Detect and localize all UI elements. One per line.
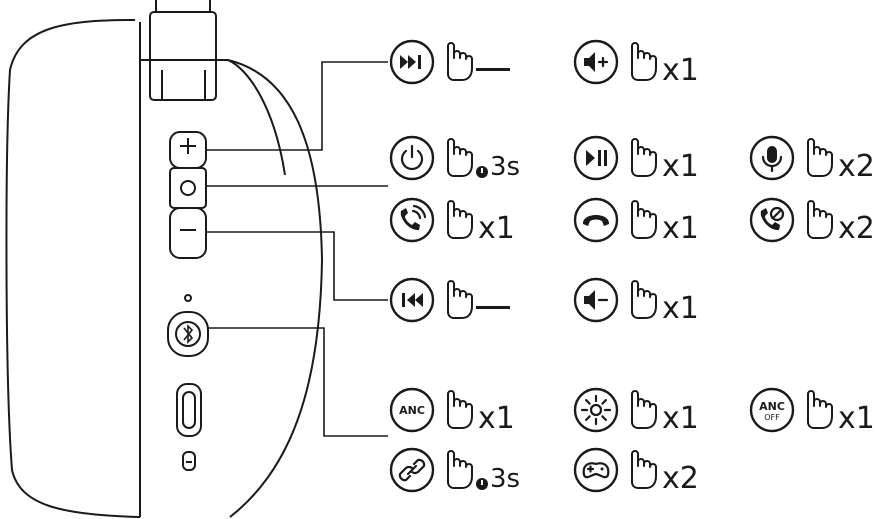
volume-down-icon <box>573 277 619 323</box>
power-icon <box>389 135 435 181</box>
hand-press-icon <box>447 280 473 319</box>
press-count-label: x2 <box>838 211 875 246</box>
hand-press-icon <box>447 42 473 81</box>
svg-text:ANC: ANC <box>759 400 785 413</box>
headphone-illustration <box>5 0 324 518</box>
hand-press-icon <box>631 390 657 429</box>
next-track-icon <box>389 39 435 85</box>
led-indicator <box>184 294 192 302</box>
hand-press-icon <box>447 200 473 239</box>
leader-bluetooth <box>208 327 388 437</box>
long-press-dash <box>476 68 510 71</box>
bluetooth-button[interactable] <box>167 311 209 357</box>
press-count-label: x1 <box>662 211 699 246</box>
pairing-link-icon <box>389 447 435 493</box>
volume-down-button[interactable] <box>169 207 207 259</box>
volume-up-icon <box>573 39 619 85</box>
press-count-label: x1 <box>662 401 699 436</box>
press-count-label: x2 <box>838 149 875 184</box>
press-count-label: x1 <box>662 53 699 88</box>
circle-icon <box>180 180 196 196</box>
press-count-label: x1 <box>838 401 875 436</box>
bluetooth-button-ring <box>175 321 201 347</box>
mode-switch-knob <box>182 391 196 429</box>
press-count-label: x1 <box>478 401 515 436</box>
hand-press-icon <box>807 138 833 177</box>
press-count-label: x1 <box>478 211 515 246</box>
ambient-mode-icon <box>573 387 619 433</box>
press-count-label: x1 <box>662 291 699 326</box>
hand-press-icon <box>807 200 833 239</box>
hold-duration-label: 3s <box>490 464 521 494</box>
headband-slider <box>149 11 217 101</box>
multifunction-button[interactable] <box>169 167 207 209</box>
earcup-rim <box>227 59 286 176</box>
reject-call-icon <box>749 197 795 243</box>
hang-up-icon <box>573 197 619 243</box>
usb-port <box>182 451 196 471</box>
hand-press-icon <box>631 42 657 81</box>
press-count-label: x1 <box>662 149 699 184</box>
microphone-icon <box>749 135 795 181</box>
hand-press-icon <box>447 450 473 489</box>
plus-icon <box>180 138 196 154</box>
game-mode-icon <box>573 447 619 493</box>
hand-press-icon <box>807 390 833 429</box>
hand-press-icon <box>631 200 657 239</box>
hand-press-icon <box>447 138 473 177</box>
hand-press-icon <box>631 138 657 177</box>
press-count-label: x2 <box>662 461 699 496</box>
previous-track-icon <box>389 277 435 323</box>
clock-icon <box>476 166 488 178</box>
ear-cushion <box>5 19 141 518</box>
answer-call-icon <box>389 197 435 243</box>
svg-text:ANC: ANC <box>399 404 425 417</box>
svg-text:OFF: OFF <box>764 413 780 422</box>
mode-switch[interactable] <box>176 383 202 437</box>
bluetooth-icon <box>183 324 194 344</box>
hold-duration-label: 3s <box>490 152 521 182</box>
hand-press-icon <box>631 450 657 489</box>
leader-volume-up <box>206 61 388 151</box>
headband-top <box>155 0 211 12</box>
play-pause-icon <box>573 135 619 181</box>
clock-icon <box>476 478 488 490</box>
leader-lines <box>206 61 388 437</box>
long-press-dash <box>476 306 510 309</box>
earcup-shell <box>140 59 324 518</box>
anc-icon: ANC <box>389 387 435 433</box>
headband-slider-detail <box>150 59 216 100</box>
hand-press-icon <box>447 390 473 429</box>
hand-press-icon <box>631 280 657 319</box>
leader-volume-down <box>206 231 388 301</box>
